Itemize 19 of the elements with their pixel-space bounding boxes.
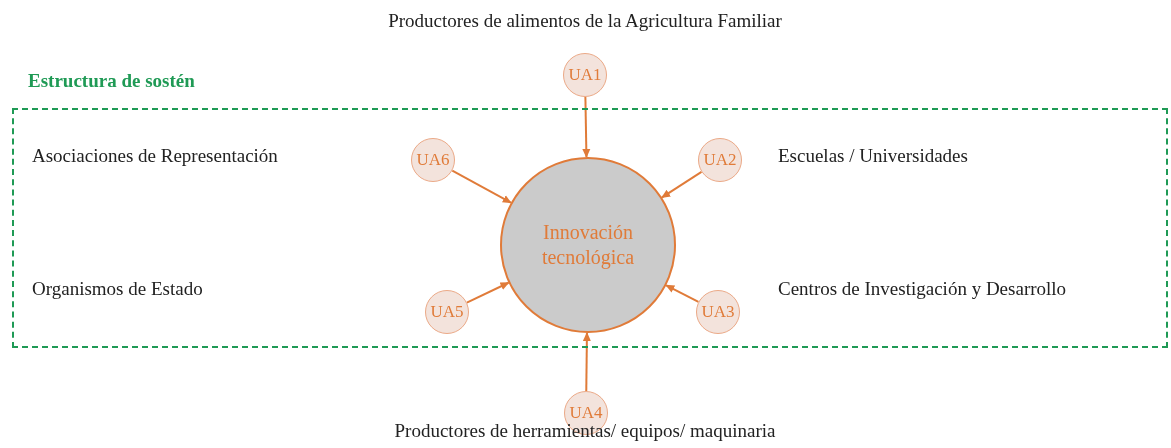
unit-circle: UA3 [696,290,740,334]
label-text: Productores de alimentos de la Agricultura Familiar [388,10,782,32]
arrow [465,281,510,304]
unit-circle: UA2 [698,138,742,182]
group-heading: Estructura de sostén [28,70,195,92]
arrow [582,332,591,392]
label-text: Asociaciones de Representación [32,145,278,167]
central-circle: Innovación tecnológica [500,157,676,333]
arrow [451,169,512,204]
arrow [582,96,591,158]
unit-circle: UA1 [563,53,607,97]
label-text: Productores de herramientas/ equipos/ maquinaria [394,420,776,442]
unit-circle: UA6 [411,138,455,182]
arrow [661,170,703,199]
unit-circle: UA5 [425,290,469,334]
label-text: Escuelas / Universidades [778,145,968,167]
arrow [665,284,700,303]
label-text: Centros de Investigación y Desarrollo [778,278,1067,300]
label-text: Organismos de Estado [32,278,203,300]
